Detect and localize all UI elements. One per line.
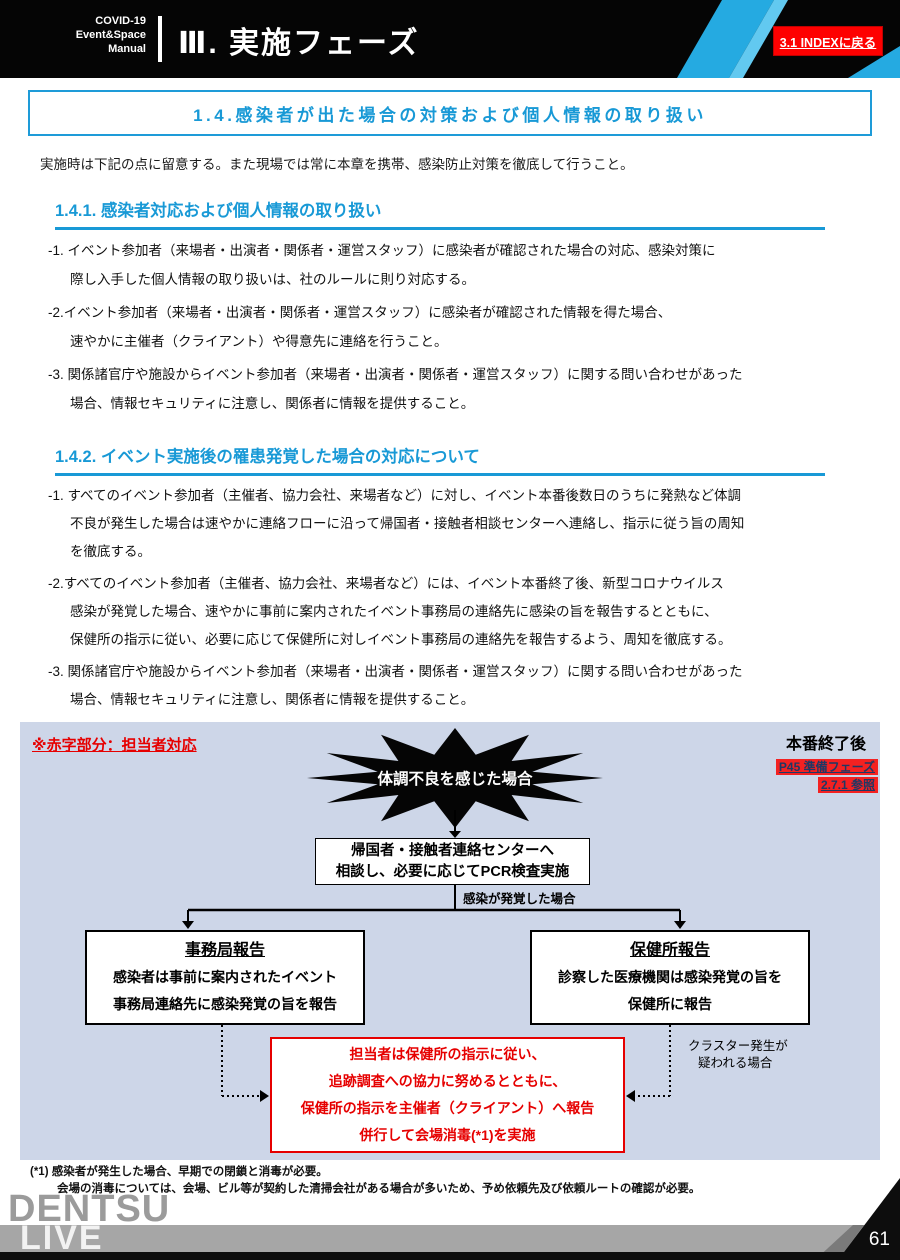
burst-label: 体調不良を感じた場合: [377, 771, 533, 788]
phase-reference-line1[interactable]: P45 準備フェーズ: [775, 759, 878, 775]
subsection-141-list: -1. イベント参加者（来場者・出演者・関係者・運営スタッフ）に感染者が確認され…: [48, 236, 860, 422]
logo-line1: COVID-19: [95, 15, 146, 27]
list-line: -1. イベント参加者（来場者・出演者・関係者・運営スタッフ）に感染者が確認され…: [48, 243, 716, 258]
footnote: (*1) 感染者が発生した場合、早期での閉鎖と消毒が必要。 会場の消毒については…: [30, 1164, 870, 1198]
list-line: -1. すべてのイベント参加者（主催者、協力会社、来場者など）に対し、イベント本…: [48, 488, 742, 503]
list-line: -3. 関係諸官庁や施設からイベント参加者（来場者・出演者・関係者・運営スタッフ…: [48, 664, 743, 679]
footer-bar: [0, 1225, 900, 1253]
health-center-report-line2: 保健所に報告: [628, 996, 712, 1012]
cluster-label-line2: 疑われる場合: [698, 1056, 773, 1070]
list-item: -3. 関係諸官庁や施設からイベント参加者（来場者・出演者・関係者・運営スタッフ…: [48, 360, 860, 418]
subsection-142-list: -1. すべてのイベント参加者（主催者、協力会社、来場者など）に対し、イベント本…: [48, 482, 860, 718]
stage-label: 本番終了後: [785, 736, 866, 753]
list-item: -2.イベント参加者（来場者・出演者・関係者・運営スタッフ）に感染者が確認された…: [48, 298, 860, 356]
intro-text: 実施時は下記の点に留意する。また現場では常に本章を携帯、感染防止対策を徹底して行…: [40, 157, 634, 172]
list-item: -1. すべてのイベント参加者（主催者、協力会社、来場者など）に対し、イベント本…: [48, 482, 860, 566]
live-logo-text: LIVE: [20, 1219, 104, 1257]
list-line: 際し入手した個人情報の取り扱いは、社のルールに則り対応する。: [70, 272, 475, 287]
list-line: -2.すべてのイベント参加者（主催者、協力会社、来場者など）には、イベント本番終…: [48, 576, 724, 591]
header-stripes-decoration: [677, 0, 900, 78]
staff-action-box: 担当者は保健所の指示に従い、 追跡調査への協力に努めるとともに、 保健所の指示を…: [270, 1037, 625, 1153]
infection-confirmed-label: 感染が発覚した場合: [463, 892, 576, 906]
cluster-suspected-label: クラスター発生が 疑われる場合: [688, 1038, 788, 1072]
subsection-heading-142: 1.4.2. イベント実施後の罹患発覚した場合の対応について: [55, 443, 825, 476]
health-center-report-box: 保健所報告 診察した医療機関は感染発覚の旨を 保健所に報告: [530, 930, 810, 1025]
pcr-consult-box: 帰国者・接触者連絡センターへ 相談し、必要に応じてPCR検査実施: [315, 838, 590, 885]
phase-reference-link[interactable]: P45 準備フェーズ 2.7.1 参照: [775, 758, 878, 794]
footnote-line2: 会場の消毒については、会場、ビル等が契約した清掃会社がある場合が多いため、予め依…: [57, 1183, 701, 1195]
health-center-report-title: 保健所報告: [629, 942, 710, 959]
footer-corner-decoration: [815, 1178, 900, 1260]
footer-bottom-strip: [0, 1252, 900, 1260]
list-line: 場合、情報セキュリティに注意し、関係者に情報を提供すること。: [70, 692, 475, 707]
list-item: -2.すべてのイベント参加者（主催者、協力会社、来場者など）には、イベント本番終…: [48, 570, 860, 654]
list-line: を徹底する。: [70, 544, 151, 559]
section-title: 1.4.感染者が出た場合の対策および個人情報の取り扱い: [193, 105, 707, 125]
staff-action-line1: 担当者は保健所の指示に従い、: [349, 1046, 546, 1062]
flowchart-panel: ※赤字部分：担当者対応 本番終了後 P45 準備フェーズ 2.7.1 参照 体調…: [20, 722, 880, 1160]
logo-line3: Manual: [108, 43, 146, 55]
flow-connectors: [182, 810, 686, 1102]
header: COVID-19 Event&Space Manual Ⅲ. 実施フェーズ 3.…: [0, 0, 900, 78]
red-text-legend: ※赤字部分：担当者対応: [32, 737, 197, 754]
section-title-box: 1.4.感染者が出た場合の対策および個人情報の取り扱い: [28, 90, 872, 136]
dentsu-logo-text: DENTSU: [8, 1188, 171, 1230]
secretariat-report-box: 事務局報告 感染者は事前に案内されたイベント 事務局連絡先に感染発覚の旨を報告: [85, 930, 365, 1025]
back-to-index-button[interactable]: 3.1 INDEXに戻る: [773, 26, 883, 56]
health-center-report-line1: 診察した医療機関は感染発覚の旨を: [558, 969, 782, 985]
secretariat-report-title: 事務局報告: [184, 942, 265, 959]
list-line: 不良が発生した場合は速やかに連絡フローに沿って帰国者・接触者相談センターへ連絡し…: [70, 516, 745, 531]
secretariat-report-line1: 感染者は事前に案内されたイベント: [113, 969, 337, 985]
logo-line2: Event&Space: [75, 29, 146, 41]
secretariat-report-line2: 事務局連絡先に感染発覚の旨を報告: [113, 996, 337, 1012]
list-line: -3. 関係諸官庁や施設からイベント参加者（来場者・出演者・関係者・運営スタッフ…: [48, 367, 743, 382]
phase-title: Ⅲ. 実施フェーズ: [178, 27, 420, 60]
staff-action-line2: 追跡調査への協力に努めるとともに、: [328, 1073, 567, 1089]
footnote-line1: (*1) 感染者が発生した場合、早期での閉鎖と消毒が必要。: [30, 1166, 328, 1178]
pcr-box-line1: 帰国者・接触者連絡センターへ: [351, 842, 554, 859]
phase-reference-line2[interactable]: 2.7.1 参照: [817, 777, 878, 793]
starburst-shape: [307, 728, 603, 828]
list-line: 感染が発覚した場合、速やかに事前に案内されたイベント事務局の連絡先に感染の旨を報…: [70, 604, 718, 619]
subsection-heading-141: 1.4.1. 感染者対応および個人情報の取り扱い: [55, 197, 825, 230]
header-divider: [158, 16, 162, 62]
cluster-label-line1: クラスター発生が: [688, 1039, 788, 1053]
page-number: 61: [868, 1229, 890, 1250]
manual-logo: COVID-19 Event&Space Manual: [24, 14, 146, 56]
list-item: -1. イベント参加者（来場者・出演者・関係者・運営スタッフ）に感染者が確認され…: [48, 236, 860, 294]
staff-action-line3: 保健所の指示を主催者（クライアント）へ報告: [300, 1100, 595, 1116]
list-line: 場合、情報セキュリティに注意し、関係者に情報を提供すること。: [70, 396, 475, 411]
pcr-box-line2: 相談し、必要に応じてPCR検査実施: [335, 863, 570, 880]
list-line: 保健所の指示に従い、必要に応じて保健所に対しイベント事務局の連絡先を報告するよう…: [70, 632, 732, 647]
list-line: -2.イベント参加者（来場者・出演者・関係者・運営スタッフ）に感染者が確認された…: [48, 305, 672, 320]
list-item: -3. 関係諸官庁や施設からイベント参加者（来場者・出演者・関係者・運営スタッフ…: [48, 658, 860, 714]
list-line: 速やかに主催者（クライアント）や得意先に連絡を行うこと。: [70, 334, 448, 349]
staff-action-line4: 併行して会場消毒(*1)を実施: [359, 1127, 536, 1143]
